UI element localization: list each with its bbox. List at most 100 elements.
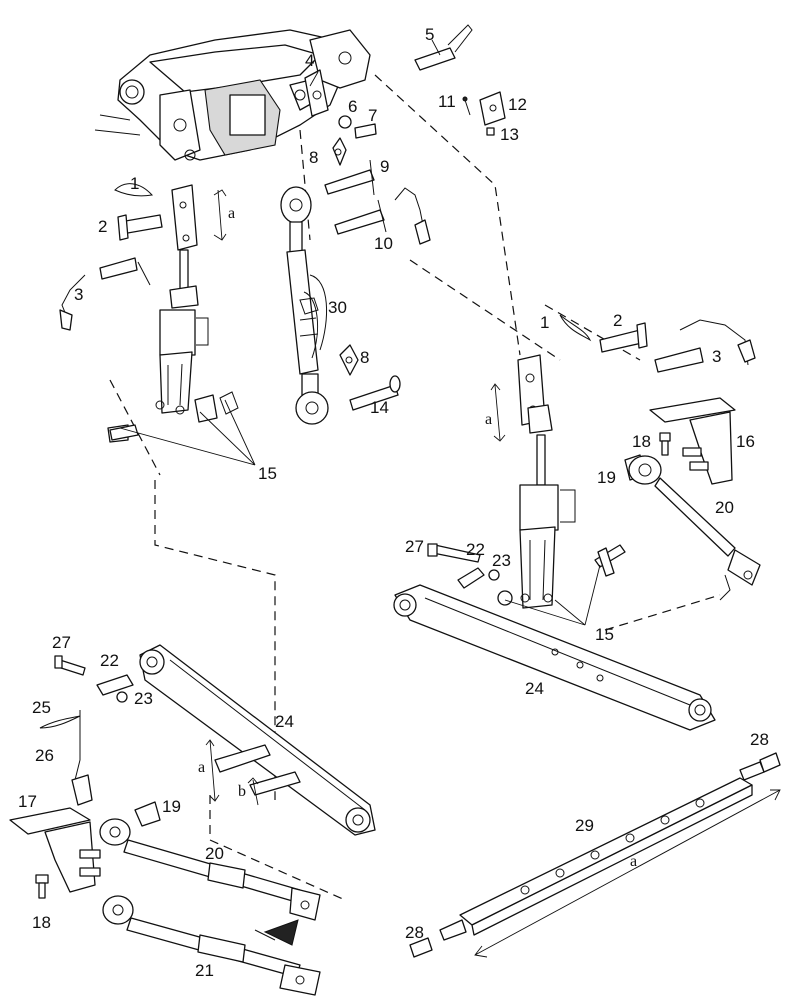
- callout-20-left: 20: [205, 844, 224, 863]
- callout-22-right: 22: [466, 540, 485, 559]
- lift-rod-left: [155, 184, 209, 415]
- spring-clip-1-top: [114, 183, 153, 197]
- bracket-16: [649, 397, 736, 485]
- drawbar-29: [439, 761, 765, 941]
- callout-2-right: 2: [613, 311, 622, 330]
- lower-link-24-right: [393, 584, 716, 731]
- callout-10: 10: [374, 234, 393, 253]
- bolt-27-right: [427, 543, 481, 563]
- lynch-pin-8-top: [332, 137, 347, 166]
- leader-lines: [119, 39, 601, 626]
- callout-3-top: 3: [74, 285, 83, 304]
- callout-15-right: 15: [595, 625, 614, 644]
- dimension-lines: [205, 189, 781, 958]
- check-chain-20-right: [628, 455, 761, 601]
- dim-a-right: a: [485, 411, 492, 428]
- pin-2-top: [117, 214, 163, 241]
- callout-labels: 1 2 3 4 5 6 7 8 9 10 11 12 13 8 30 14 15…: [18, 25, 769, 980]
- callout-24-left: 24: [275, 712, 294, 731]
- nut-23-left: [116, 691, 128, 703]
- callout-20-right: 20: [715, 498, 734, 517]
- dim-a-drawbar: a: [630, 853, 637, 870]
- callout-17: 17: [18, 792, 37, 811]
- tractor-rear-housing: [94, 29, 371, 161]
- callout-1-top: 1: [130, 174, 139, 193]
- end-cap-28-top: [759, 752, 781, 773]
- assembly-dashed-lines: [109, 74, 721, 901]
- end-cap-28-bottom: [409, 937, 433, 958]
- pin-14: [349, 375, 401, 411]
- lift-rod-right: [517, 354, 576, 609]
- callout-28-top: 28: [750, 730, 769, 749]
- bolt-27-left: [54, 655, 86, 676]
- chain-with-clip-10: [394, 187, 431, 245]
- callout-7: 7: [368, 106, 377, 125]
- callout-23-right: 23: [492, 551, 511, 570]
- callout-27-right: 27: [405, 537, 424, 556]
- bushing-22-left: [96, 674, 134, 696]
- pin-with-chain-3-right: [654, 319, 756, 373]
- callout-4: 4: [305, 51, 314, 70]
- chain-26: [71, 710, 93, 806]
- pin-9: [324, 159, 375, 196]
- callout-28-bottom: 28: [405, 923, 424, 942]
- callout-1-right: 1: [540, 313, 549, 332]
- spring-clip-25: [39, 715, 81, 729]
- callout-21: 21: [195, 961, 214, 980]
- callout-18-left: 18: [32, 913, 51, 932]
- callout-9: 9: [380, 157, 389, 176]
- callout-19-right: 19: [597, 468, 616, 487]
- callout-27-left: 27: [52, 633, 71, 652]
- callout-14: 14: [370, 398, 389, 417]
- bolt-18-left: [35, 874, 49, 899]
- callout-15-left: 15: [258, 464, 277, 483]
- lynch-pin-19-left: [134, 801, 161, 827]
- callout-6: 6: [348, 97, 357, 116]
- callout-3-right: 3: [712, 347, 721, 366]
- pin-5: [414, 24, 473, 71]
- washer-6: [338, 115, 352, 129]
- pins-and-clips-15-right: [497, 544, 626, 606]
- callout-18-right: 18: [632, 432, 651, 451]
- bracket-12: [479, 91, 506, 126]
- pointer-arrow: [263, 919, 299, 946]
- callout-30: 30: [328, 298, 347, 317]
- bolt-7: [354, 123, 377, 139]
- dim-b-bottom: b: [238, 783, 246, 800]
- bracket-17: [9, 807, 101, 893]
- screw-11: [462, 96, 471, 116]
- callout-16: 16: [736, 432, 755, 451]
- callout-29: 29: [575, 816, 594, 835]
- bushing-22-right: [457, 567, 485, 589]
- dimension-labels: a a a b a: [198, 205, 637, 870]
- check-chain-21: [102, 895, 321, 996]
- callout-25: 25: [32, 698, 51, 717]
- top-link-bracket-4: [304, 69, 329, 117]
- callout-23-left: 23: [134, 689, 153, 708]
- callout-12: 12: [508, 95, 527, 114]
- nut-23-right: [488, 569, 500, 581]
- callout-2-top: 2: [98, 217, 107, 236]
- pin-10: [334, 199, 387, 235]
- bolt-18-right: [659, 432, 671, 456]
- callout-13: 13: [500, 125, 519, 144]
- dim-a-top-left: a: [228, 205, 235, 222]
- callout-8-top: 8: [309, 148, 318, 167]
- callout-24-right: 24: [525, 679, 544, 698]
- spring-clip-1-right: [559, 314, 592, 342]
- top-link-30: [280, 186, 329, 425]
- nut-13: [486, 127, 495, 136]
- pin-2-right: [599, 322, 648, 353]
- check-chain-20-left: [99, 818, 321, 921]
- pins-and-clips-15-left: [107, 391, 239, 443]
- callout-11: 11: [438, 92, 456, 111]
- lower-link-24-left: [139, 644, 376, 836]
- callout-22-left: 22: [100, 651, 119, 670]
- callout-19-left: 19: [162, 797, 181, 816]
- callout-26: 26: [35, 746, 54, 765]
- dim-a-bottom: a: [198, 759, 205, 776]
- callout-8-mid: 8: [360, 348, 369, 367]
- lynch-pin-8-mid: [339, 344, 359, 376]
- pin-with-chain-3-top: [59, 257, 151, 331]
